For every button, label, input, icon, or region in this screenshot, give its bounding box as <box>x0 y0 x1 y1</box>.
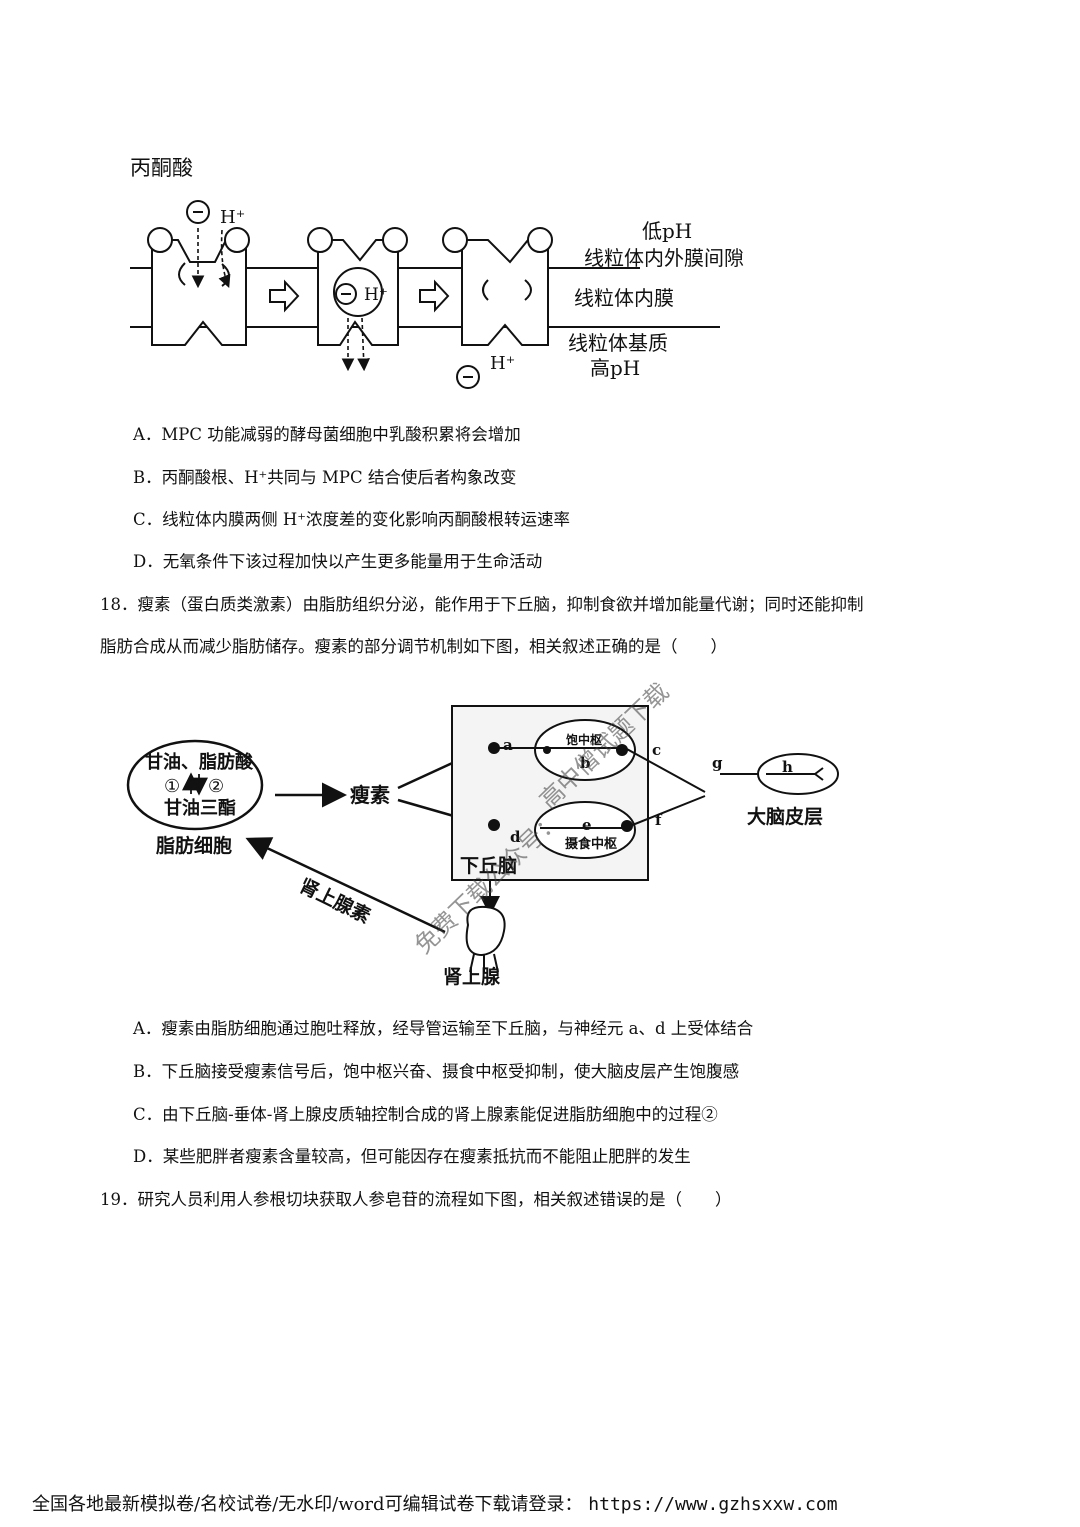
q18-option-c: C．由下丘脑-垂体-肾上腺皮质轴控制合成的肾上腺素能促进脂肪细胞中的过程② <box>133 1105 718 1124</box>
feeding-center-label: 摄食中枢 <box>565 836 617 852</box>
q17-option-b: B．丙酮酸根、H⁺共同与 MPC 结合使后者构象改变 <box>133 468 517 487</box>
leptin-label: 瘦素 <box>350 783 390 807</box>
h-plus-label-2: H⁺ <box>364 285 388 305</box>
satiety-center-oval <box>534 719 636 781</box>
leptin-regulation-figure: 甘油、脂肪酸 ① ② 甘油三酯 脂肪细胞 瘦素 饱中枢 摄食中枢 下丘脑 a b… <box>126 705 839 988</box>
cortex-label: 大脑皮层 <box>747 805 823 828</box>
triglyceride-label: 甘油三酯 <box>164 797 236 819</box>
q19-stem-line1: 19．研究人员利用人参根切块获取人参皂苷的流程如下图，相关叙述错误的是（ ） <box>100 1190 732 1209</box>
label-a: a <box>503 736 513 754</box>
footer-text: 全国各地最新模拟卷/名校试卷/无水印/word可编辑试卷下载请登录： <box>32 1494 583 1515</box>
fat-cell-label: 脂肪细胞 <box>156 834 232 857</box>
process-arrows <box>269 279 450 313</box>
footer-url[interactable]: https://www.gzhsxxw.com <box>588 1494 838 1515</box>
pyruvate-label: 丙酮酸 <box>130 156 193 180</box>
glycerol-fatty-acid-label: 甘油、脂肪酸 <box>145 751 254 773</box>
adrenal-gland-icon <box>465 905 506 973</box>
feeding-center-oval <box>534 801 636 859</box>
footer: 全国各地最新模拟卷/名校试卷/无水印/word可编辑试卷下载请登录： https… <box>32 1490 838 1516</box>
mpc-transporter-open-inside <box>442 227 553 346</box>
high-ph-label: 高pH <box>590 356 640 380</box>
bound-pyruvate-icon <box>335 283 357 305</box>
satiety-center-label: 饱中枢 <box>566 732 602 747</box>
mpc-transport-figure: 丙酮酸 H⁺ H⁺ H⁺ 低pH 线粒体内外膜间隙 线粒体内膜 线粒体基质 高p… <box>130 156 744 389</box>
label-d: d <box>510 828 521 846</box>
adrenal-gland-label: 肾上腺 <box>443 965 501 988</box>
h-plus-label-1: H⁺ <box>220 207 245 228</box>
low-ph-label: 低pH <box>642 219 692 243</box>
mpc-transporter-bound <box>307 227 408 346</box>
process-2-label: ② <box>208 776 224 797</box>
q17-option-d: D．无氧条件下该过程加快以产生更多能量用于生命活动 <box>133 552 543 571</box>
label-e: e <box>582 816 592 834</box>
diffusion-arrows-out <box>341 317 371 372</box>
q18-option-a: A．瘦素由脂肪细胞通过胞吐释放，经导管运输至下丘脑，与神经元 a、d 上受体结合 <box>133 1019 754 1038</box>
mpc-transporter-open-outside <box>147 227 250 346</box>
label-h: h <box>782 758 793 776</box>
reversible-arrows-icon <box>182 772 208 796</box>
q18-option-b: B．下丘脑接受瘦素信号后，饱中枢兴奋、摄食中枢受抑制，使大脑皮层产生饱腹感 <box>133 1062 740 1081</box>
pyruvate-anion-icon <box>186 200 210 224</box>
hypothalamus-label: 下丘脑 <box>460 854 517 877</box>
released-pyruvate-icon <box>456 365 480 389</box>
label-b: b <box>580 754 591 772</box>
adrenal-hormone-label: 肾上腺素 <box>296 874 374 928</box>
process-1-label: ① <box>164 776 180 797</box>
h-plus-label-3: H⁺ <box>490 353 515 374</box>
label-f: f <box>655 811 663 829</box>
label-g: g <box>712 754 723 772</box>
matrix-label: 线粒体基质 <box>568 331 668 355</box>
inner-membrane-label: 线粒体内膜 <box>574 286 674 310</box>
diffusion-arrows-in <box>191 228 231 289</box>
label-c: c <box>652 741 661 759</box>
q18-stem-line1: 18．瘦素（蛋白质类激素）由脂肪组织分泌，能作用于下丘脑，抑制食欲并增加能量代谢… <box>100 595 864 614</box>
q18-stem-line2: 脂肪合成从而减少脂肪储存。瘦素的部分调节机制如下图，相关叙述正确的是（ ） <box>100 637 727 656</box>
q18-option-d: D．某些肥胖者瘦素含量较高，但可能因存在瘦素抵抗而不能阻止肥胖的发生 <box>133 1147 691 1166</box>
q17-option-a: A．MPC 功能减弱的酵母菌细胞中乳酸积累将会增加 <box>133 425 521 444</box>
q17-option-c: C．线粒体内膜两侧 H⁺浓度差的变化影响丙酮酸根转运速率 <box>133 510 570 529</box>
intermembrane-space-label: 线粒体内外膜间隙 <box>584 246 744 270</box>
